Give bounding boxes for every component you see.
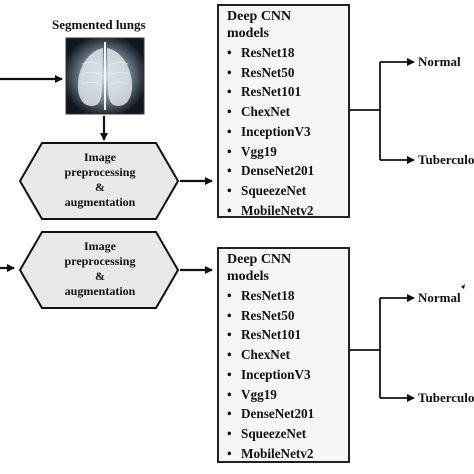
cnn-model-list: •ResNet18 •ResNet50 •ResNet101 •ChexNet …: [219, 43, 348, 220]
model-name: ResNet50: [241, 307, 295, 323]
output-normal-top: Normal: [418, 54, 461, 69]
bullet-icon: •: [227, 425, 232, 441]
bullet-icon: •: [227, 406, 232, 422]
model-item: • SqueezeNet: [227, 181, 348, 201]
model-item: • InceptionV3: [227, 122, 348, 142]
model-item: • MobileNetv2: [227, 444, 348, 464]
model-item: • DenseNet201: [227, 404, 348, 424]
model-item: • ResNet18: [227, 43, 348, 63]
bullet-icon: •: [227, 386, 232, 402]
preprocess-line: augmentation: [64, 195, 136, 209]
output-normal-bottom: Normal: [418, 290, 461, 305]
bullet-icon: •: [227, 123, 232, 139]
preprocess-line: augmentation: [64, 284, 136, 298]
model-name: ResNet101: [241, 84, 302, 100]
model-name: DenseNet201: [241, 406, 315, 422]
model-name: DenseNet201: [241, 163, 315, 179]
model-item: • ResNet18: [227, 286, 348, 306]
model-name: SqueezeNet: [241, 425, 307, 441]
output-tuberculosis-bottom: Tuberculo: [418, 390, 474, 405]
bullet-icon: •: [227, 307, 232, 323]
preprocess-line: &: [95, 180, 105, 194]
preprocess-line: &: [95, 269, 105, 283]
preprocess-line: preprocessing: [64, 165, 136, 179]
cnn-models-title: Deep CNN models: [219, 249, 348, 285]
bullet-icon: •: [227, 366, 232, 382]
model-name: ResNet101: [241, 327, 302, 343]
bullet-icon: •: [227, 143, 232, 159]
cnn-model-list: •ResNet18 •ResNet50 •ResNet101 •ChexNet …: [219, 286, 348, 463]
cnn-title-line: models: [227, 26, 269, 41]
model-item: • ResNet50: [227, 306, 348, 326]
model-name: ChexNet: [241, 104, 291, 120]
cnn-models-box-bottom: Deep CNN models • ResNet18 • ResNet50 • Res…: [217, 247, 350, 463]
preprocess-line: Image: [84, 239, 116, 253]
preprocess-label-top: Image preprocessing & augmentation: [30, 150, 170, 210]
preprocess-line: Image: [84, 150, 116, 164]
model-item: • MobileNetv2: [227, 201, 348, 221]
cnn-title-line: Deep CNN: [227, 252, 292, 267]
model-name: ResNet18: [241, 288, 295, 303]
model-name: ResNet50: [241, 64, 295, 80]
bullet-icon: •: [227, 182, 232, 198]
output-tuberculosis-top: Tuberculo: [418, 152, 474, 167]
preprocess-line: preprocessing: [64, 254, 136, 268]
segmented-lungs-label: Segmented lungs: [52, 17, 146, 32]
bullet-icon: •: [227, 64, 232, 80]
model-item: • ResNet101: [227, 82, 348, 102]
model-name: MobileNetv2: [241, 202, 314, 218]
model-item: • Vgg19: [227, 142, 348, 162]
model-name: Vgg19: [241, 386, 277, 402]
model-name: ChexNet: [241, 347, 291, 363]
bullet-icon: •: [227, 327, 232, 343]
model-name: InceptionV3: [241, 123, 311, 139]
model-name: MobileNetv2: [241, 445, 314, 461]
model-name: SqueezeNet: [241, 182, 307, 198]
bullet-icon: •: [227, 445, 232, 461]
cnn-models-box-top: Deep CNN models • ResNet18 • ResNet50 • Res…: [217, 4, 350, 218]
model-item: • Vgg19: [227, 385, 348, 405]
model-item: • SqueezeNet: [227, 424, 348, 444]
model-item: • InceptionV3: [227, 365, 348, 385]
cnn-title-line: Deep CNN: [227, 9, 292, 24]
model-item: • ResNet101: [227, 325, 348, 345]
xray-lungs-icon: [65, 37, 145, 115]
model-name: InceptionV3: [241, 366, 311, 382]
model-item: • ResNet50: [227, 63, 348, 83]
bullet-icon: •: [227, 45, 232, 60]
bullet-icon: •: [227, 104, 232, 120]
model-item: • ChexNet: [227, 345, 348, 365]
bullet-icon: •: [227, 84, 232, 100]
asterisk-mark: [461, 284, 465, 289]
bullet-icon: •: [227, 202, 232, 218]
model-name: Vgg19: [241, 143, 277, 159]
bullet-icon: •: [227, 347, 232, 363]
cnn-models-title: Deep CNN models: [219, 6, 348, 42]
model-item: • ChexNet: [227, 102, 348, 122]
cnn-title-line: models: [227, 269, 269, 284]
preprocess-label-bottom: Image preprocessing & augmentation: [30, 239, 170, 299]
preprocess-hexagon-bottom: [18, 231, 180, 309]
model-name: ResNet18: [241, 45, 295, 60]
preprocess-hexagon-top: [18, 142, 180, 220]
bullet-icon: •: [227, 288, 232, 303]
bullet-icon: •: [227, 163, 232, 179]
model-item: • DenseNet201: [227, 161, 348, 181]
